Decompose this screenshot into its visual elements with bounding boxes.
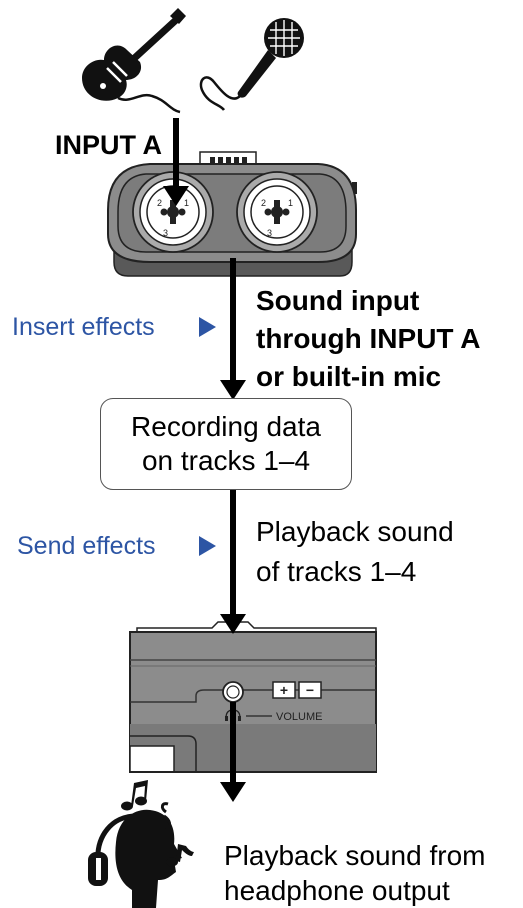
music-note-icon <box>121 780 194 867</box>
recording-box-line-1: Recording data <box>131 411 321 442</box>
volume-minus-button: − <box>298 681 322 699</box>
send-effects-arrow-icon <box>199 536 216 556</box>
send-effects-label: Send effects <box>17 532 156 560</box>
flow-arrows <box>163 118 246 802</box>
sound-input-line-1: Sound input <box>256 285 420 316</box>
headphones-head-icon <box>88 809 182 908</box>
playback-tracks-line-2: of tracks 1–4 <box>256 556 417 587</box>
insert-effects-arrow-icon <box>199 317 216 337</box>
svg-text:−: − <box>306 682 314 698</box>
recording-data-box: Recording data on tracks 1–4 <box>100 398 352 490</box>
recorder-device-bottom: + − VOLUME <box>129 621 377 773</box>
guitar-icon <box>82 8 186 114</box>
volume-label: VOLUME <box>276 711 322 723</box>
recorder-device-top: 2 1 3 2 1 3 <box>107 151 357 277</box>
recording-box-line-2: on tracks 1–4 <box>141 445 311 476</box>
xlr-jack-left <box>132 171 214 253</box>
headphone-output-line-1: Playback sound from <box>224 840 486 871</box>
jack-right-pin-2: 2 <box>261 198 266 208</box>
jack-left-pin-2: 2 <box>157 198 162 208</box>
sound-input-line-2: through INPUT A <box>256 323 481 354</box>
svg-text:+: + <box>280 682 288 698</box>
headphone-output-line-2: headphone output <box>224 875 450 906</box>
headphone-jack <box>222 681 244 703</box>
jack-right-pin-1: 1 <box>288 198 293 208</box>
insert-effects-label: Insert effects <box>12 313 155 341</box>
microphone-icon <box>199 18 304 111</box>
jack-right-pin-3: 3 <box>267 228 272 238</box>
input-a-label: INPUT A <box>55 130 162 160</box>
jack-left-pin-3: 3 <box>163 228 168 238</box>
sound-input-line-3: or built-in mic <box>256 361 442 392</box>
playback-tracks-line-1: Playback sound <box>256 516 454 547</box>
xlr-jack-right <box>236 171 318 253</box>
jack-left-pin-1: 1 <box>184 198 189 208</box>
volume-plus-button: + <box>272 681 296 699</box>
